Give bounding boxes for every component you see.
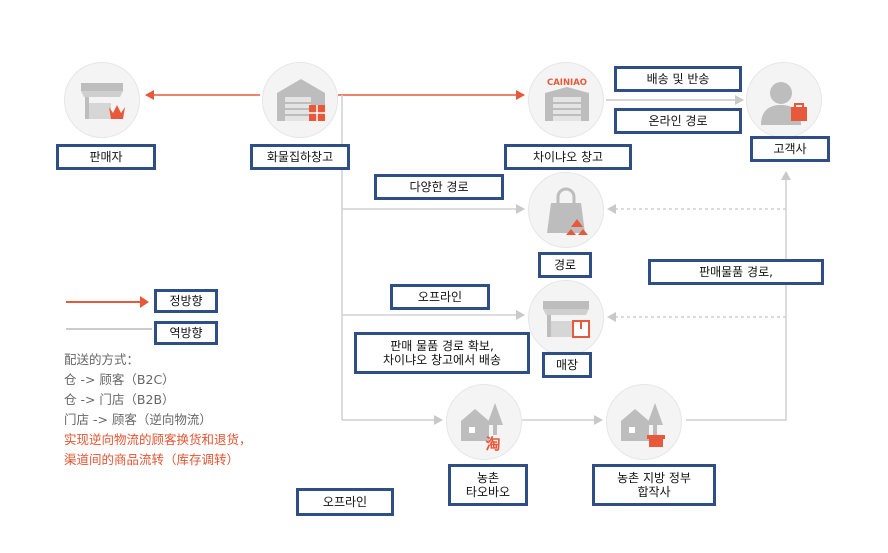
- rural-taobao-label: 농촌 타오바오: [448, 464, 528, 506]
- shopping-bag-recycle-icon: [547, 187, 588, 235]
- route-node: [528, 172, 604, 248]
- online-route-label: 온라인 경로: [614, 108, 742, 134]
- legend-reverse-line: [66, 328, 152, 330]
- store-node: [528, 280, 604, 356]
- delivery-return-label: 배송 및 반송: [614, 66, 742, 92]
- cainiao-logo: CAINIAO: [547, 78, 587, 88]
- notes-red-line-1: 实现逆向物流的顾客换货和退货，: [64, 432, 252, 447]
- warehouse-node: [262, 62, 338, 138]
- notes-red-line-2: 渠道间的商品流转（库存调转）: [64, 452, 240, 467]
- store-box-icon: [543, 301, 590, 338]
- offline-label-1: 오프라인: [390, 284, 490, 310]
- notes-line-b2b: 仓 -> 门店（B2B）: [64, 392, 175, 407]
- legend-forward-line: [66, 301, 146, 303]
- notes-line-reverse: 门店 -> 顾客（逆向物流）: [64, 412, 212, 427]
- rural-taobao-icon: 淘: [461, 403, 503, 453]
- customer-node: [746, 62, 822, 138]
- delivery-methods-notes: 配送的方式： 仓 -> 顾客（B2C） 仓 -> 门店（B2B） 门店 -> 顾…: [64, 350, 252, 470]
- line-gov-to-customer: [686, 171, 791, 421]
- cainiao-warehouse-icon: CAINIAO: [545, 78, 589, 121]
- warehouse-box-icon: [277, 79, 325, 121]
- warehouse-label: 화물집하창고: [250, 144, 350, 170]
- notes-title: 配送的方式：: [64, 352, 140, 367]
- various-routes-label: 다양한 경로: [374, 174, 504, 200]
- store-label: 매장: [542, 352, 592, 378]
- rural-shop-icon: [621, 403, 665, 447]
- secure-route-label: 판매 물품 경로 확보, 차이냐오 창고에서 배송: [354, 332, 530, 374]
- shop-crown-icon: [81, 83, 125, 119]
- rural-gov-node: [606, 384, 682, 460]
- sales-route-label: 판매물품 경로,: [648, 259, 824, 285]
- notes-line-b2c: 仓 -> 顾客（B2C）: [64, 372, 175, 387]
- cainiao-label: 차이냐오 창고: [504, 144, 632, 170]
- customer-label: 고객사: [750, 136, 830, 162]
- cainiao-node: CAINIAO: [528, 62, 604, 138]
- rural-taobao-node: 淘: [446, 384, 522, 460]
- customer-box-icon: [761, 82, 807, 125]
- seller-node: [64, 62, 140, 138]
- legend-forward-arrowhead: [140, 296, 149, 308]
- taobao-badge: 淘: [484, 435, 500, 453]
- legend-forward-label: 정방향: [154, 289, 218, 313]
- seller-label: 판매자: [56, 144, 156, 170]
- rural-gov-label: 농촌 지방 정부 합작사: [592, 464, 716, 506]
- route-label: 경로: [538, 252, 592, 278]
- legend-reverse-label: 역방향: [154, 321, 218, 345]
- offline-label-2: 오프라인: [296, 488, 394, 516]
